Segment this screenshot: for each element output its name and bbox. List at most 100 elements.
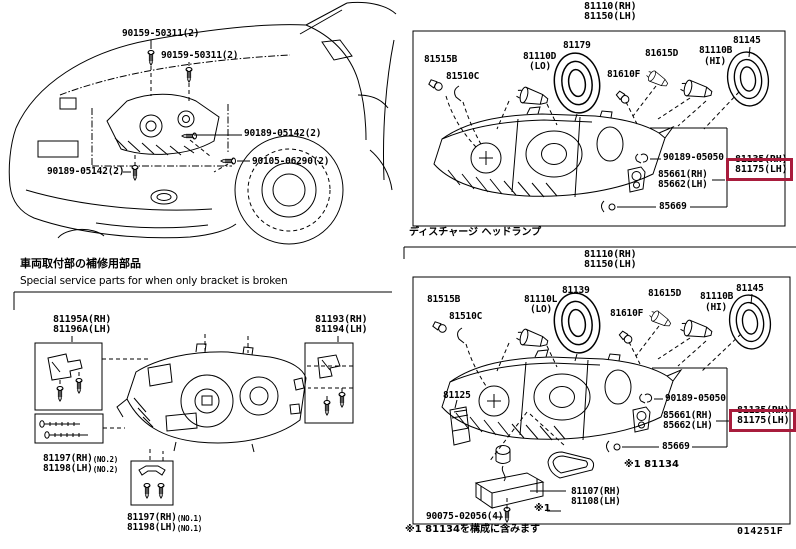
part-label-81110b-beam-1: (HI) bbox=[704, 56, 727, 67]
part-label-81179: 81179 bbox=[563, 40, 591, 51]
diagram2-title-lh: 81150(LH) bbox=[584, 259, 637, 270]
cover-ring-icon bbox=[725, 291, 775, 353]
headlamp-diagram-2 bbox=[412, 276, 791, 525]
part-suffix: (NO.1) bbox=[176, 524, 203, 533]
bulb-icon bbox=[514, 85, 550, 110]
socket-icon bbox=[647, 308, 674, 330]
bulb-icon bbox=[427, 78, 445, 93]
screw-icon bbox=[147, 50, 155, 66]
figure-code: 014251F bbox=[737, 526, 784, 537]
clip-icon bbox=[635, 153, 649, 164]
part-label-81110b-1: 81110B bbox=[699, 45, 733, 56]
part-label-81197-rh-no1: 81197(RH)(NO.1) bbox=[127, 513, 202, 524]
part-label-90189-05050-2: 90189-05050 bbox=[665, 393, 726, 404]
part-label-81110b-2: 81110B bbox=[700, 291, 734, 302]
part-label-81610f-1: 81610F bbox=[607, 69, 641, 80]
part-label-85661-rh-2: 85661(RH) bbox=[663, 410, 713, 421]
socket-icon bbox=[644, 68, 671, 90]
bracket-icon bbox=[632, 406, 651, 433]
bulb-icon bbox=[678, 78, 714, 102]
bracket-diagrams bbox=[34, 334, 354, 506]
part-label-81615d-2: 81615D bbox=[648, 288, 682, 299]
cover-part bbox=[449, 399, 471, 446]
screw-icon bbox=[185, 67, 193, 83]
headlamp-diagram-1 bbox=[412, 30, 786, 227]
screw-icon bbox=[323, 400, 331, 416]
part-label-81134-ref: ※1 81134 bbox=[624, 459, 679, 470]
part-label-90189-05050-1: 90189-05050 bbox=[663, 152, 724, 163]
retainer-ring-icon bbox=[549, 49, 605, 117]
part-label-85669-2: 85669 bbox=[662, 441, 690, 452]
footnote-ref-mark: ※1 bbox=[534, 503, 551, 514]
diagram2-title-rh: 81110(RH) bbox=[584, 249, 637, 260]
diagram1-title-rh: 81110(RH) bbox=[584, 1, 637, 12]
part-label-81198-lh-no2: 81198(LH)(NO.2) bbox=[43, 464, 118, 475]
part-label-81175-lh-2: 81175(LH) bbox=[737, 415, 790, 426]
screw-icon bbox=[503, 507, 511, 523]
part-label-81515b-2: 81515B bbox=[427, 294, 461, 305]
part-label-81610f-2: 81610F bbox=[610, 308, 644, 319]
bulb-icon bbox=[617, 329, 634, 346]
part-label-85669-1: 85669 bbox=[659, 201, 687, 212]
screw-icon bbox=[75, 378, 83, 394]
screw-icon bbox=[56, 386, 64, 402]
part-label-81145-2: 81145 bbox=[736, 283, 764, 294]
part-suffix: (NO.2) bbox=[92, 455, 119, 464]
bolt-icon bbox=[181, 132, 197, 140]
part-suffix: (NO.1) bbox=[176, 514, 203, 523]
part-label-90105-06290: 90105-06290(2) bbox=[252, 156, 330, 167]
discharge-footnote: ※1 81134を構成に含みます bbox=[405, 524, 540, 535]
headlamp-rear-view bbox=[116, 343, 307, 453]
screw-icon bbox=[338, 392, 346, 408]
part-label-81197-rh-no2: 81197(RH)(NO.2) bbox=[43, 454, 118, 465]
part-label-81108-lh: 81108(LH) bbox=[571, 496, 621, 507]
section-divider bbox=[403, 246, 796, 259]
part-suffix: (NO.2) bbox=[92, 465, 119, 474]
part-label-81198-lh-no1: 81198(LH)(NO.1) bbox=[127, 523, 202, 534]
bracket-icon bbox=[627, 166, 646, 193]
headlamp-housing bbox=[433, 106, 674, 198]
part-label-85661-rh-1: 85661(RH) bbox=[658, 169, 708, 180]
part-number: 81197(RH) bbox=[127, 512, 177, 523]
diagram1-title-lh: 81150(LH) bbox=[584, 11, 637, 22]
part-label-81196a-lh: 81196A(LH) bbox=[53, 324, 112, 335]
gasket-part bbox=[547, 451, 595, 479]
screw-icon bbox=[157, 483, 165, 499]
part-label-90189-05142-b: 90189-05142(2) bbox=[47, 166, 125, 177]
bulb-icon bbox=[431, 320, 449, 335]
part-label-81194-lh: 81194(LH) bbox=[315, 324, 368, 335]
part-label-81110l: 81110L bbox=[524, 294, 558, 305]
discharge-section-header: ディスチャージ ヘッドランプ bbox=[409, 227, 542, 238]
part-number: 81197(RH) bbox=[43, 453, 93, 464]
part-label-81615d-1: 81615D bbox=[645, 48, 679, 59]
screw-icon bbox=[143, 483, 151, 499]
retainer-ring-icon bbox=[549, 289, 605, 357]
ballast-unit bbox=[474, 445, 545, 509]
part-label-90159-50311-b: 90159-50311(2) bbox=[161, 50, 239, 61]
screw-icon bbox=[131, 165, 139, 181]
bracket-header-jp: 車両取付部の補修用部品 bbox=[20, 257, 141, 270]
highlight-box-1 bbox=[726, 158, 793, 181]
part-label-85662-lh-2: 85662(LH) bbox=[663, 420, 713, 431]
bulb-icon bbox=[678, 318, 714, 342]
part-label-81510c-1: 81510C bbox=[446, 71, 480, 82]
part-label-90159-50311-a: 90159-50311(2) bbox=[122, 28, 200, 39]
part-label-81110d: 81110D bbox=[523, 51, 557, 62]
part-label-81193-rh: 81193(RH) bbox=[315, 314, 368, 325]
part-label-81107-rh: 81107(RH) bbox=[571, 486, 621, 497]
highlight-box-2 bbox=[729, 409, 796, 432]
part-label-81175-lh-1: 81175(LH) bbox=[735, 164, 788, 175]
part-label-85662-lh-1: 85662(LH) bbox=[658, 179, 708, 190]
part-label-90189-05142-a: 90189-05142(2) bbox=[244, 128, 322, 139]
vehicle-sketch bbox=[8, 1, 397, 245]
bolt-icon bbox=[220, 157, 236, 165]
clip-icon bbox=[639, 393, 653, 404]
part-label-81125: 81125 bbox=[443, 390, 471, 401]
section-divider bbox=[13, 291, 392, 310]
part-label-81139: 81139 bbox=[562, 285, 590, 296]
part-label-90075-02056: 90075-02056(4) bbox=[426, 511, 504, 522]
bracket-header-en: Special service parts for when only brac… bbox=[20, 275, 288, 287]
part-label-81110b-beam-2: (HI) bbox=[705, 302, 728, 313]
